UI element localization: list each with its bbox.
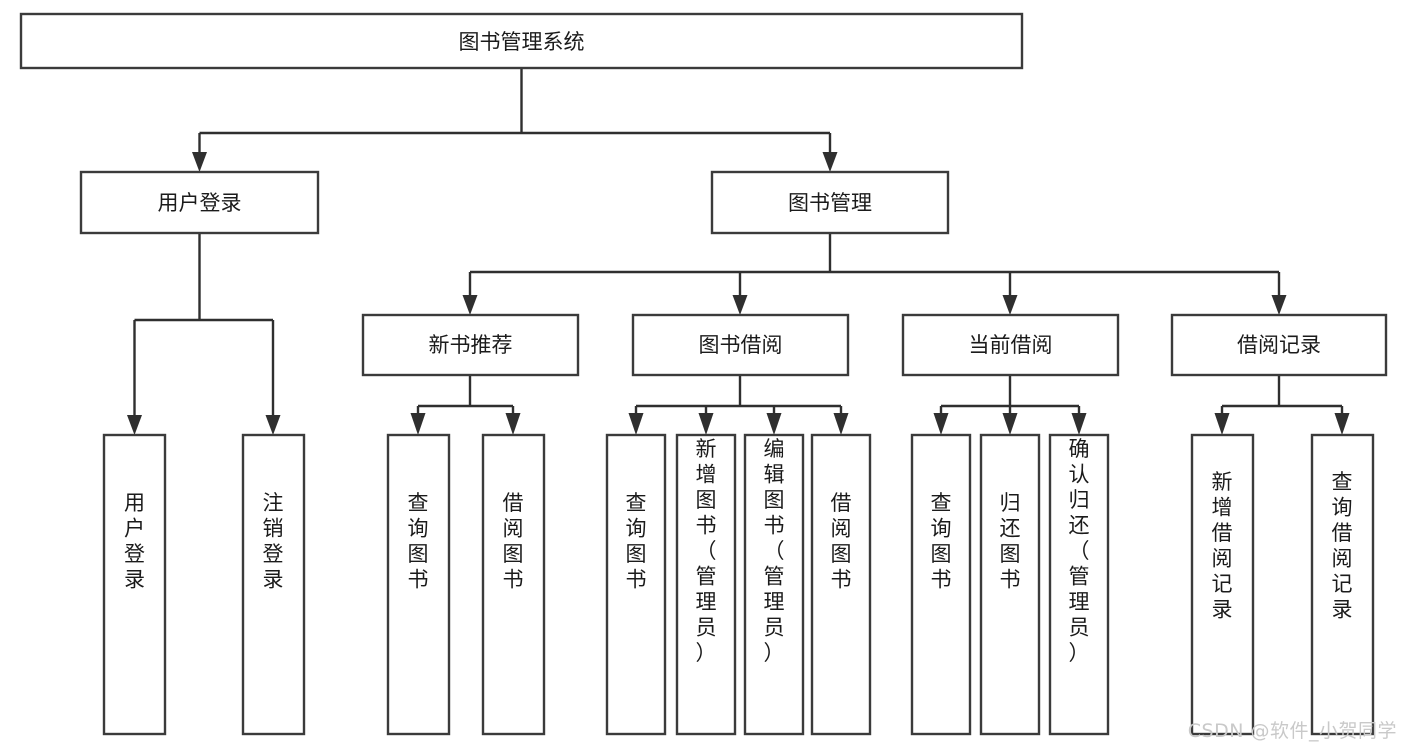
leaf-query-book-borrow-label: 查询图书 [626, 491, 647, 592]
leaf-add-borrow-record[interactable]: 新增借阅记录 [1190, 433, 1255, 736]
arrow-borrow-book [833, 413, 849, 435]
leaf-user-login-box[interactable] [102, 433, 167, 736]
arrow-query-book-rec [410, 413, 426, 435]
leaf-query-book-current[interactable]: 查询图书 [910, 433, 972, 736]
leaf-query-borrow-record-box[interactable] [1310, 433, 1375, 736]
arrow-book-borrow [732, 295, 748, 315]
node-new-book-recommend-box[interactable] [361, 313, 580, 377]
leaf-borrow-book-recommend-box[interactable] [481, 433, 546, 736]
leaf-borrow-book[interactable]: 借阅图书 [810, 433, 872, 736]
leaf-add-book-label: 新增图书（管理员） [696, 437, 717, 665]
arrow-leaf-logout [265, 415, 281, 435]
leaf-add-borrow-record-box[interactable] [1190, 433, 1255, 736]
node-borrow-record-label: 借阅记录 [1237, 333, 1321, 357]
arrow-add-book [698, 413, 714, 435]
leaf-logout[interactable]: 注销登录 [241, 433, 306, 736]
node-book-manage-label: 图书管理 [788, 191, 872, 215]
node-current-borrow[interactable]: 当前借阅 [901, 313, 1120, 377]
leaf-query-book-current-label: 查询图书 [931, 491, 952, 592]
node-user-login-box[interactable] [79, 170, 320, 235]
csdn-watermark: CSDN @软件_小贺同学 [1187, 720, 1397, 742]
leaf-query-book-recommend[interactable]: 查询图书 [386, 433, 451, 736]
leaf-logout-box[interactable] [241, 433, 306, 736]
node-current-borrow-box[interactable] [901, 313, 1120, 377]
leaf-borrow-book-recommend[interactable]: 借阅图书 [481, 433, 546, 736]
node-new-book-recommend[interactable]: 新书推荐 [361, 313, 580, 377]
leaf-add-borrow-record-label: 新增借阅记录 [1212, 470, 1233, 622]
leaf-borrow-book-label: 借阅图书 [831, 491, 852, 592]
node-user-login[interactable]: 用户登录 [79, 170, 320, 235]
arrow-return-book [1002, 413, 1018, 435]
leaf-return-book[interactable]: 归还图书 [979, 433, 1041, 736]
arrow-new-book-rec [462, 295, 478, 315]
node-book-manage[interactable]: 图书管理 [710, 170, 950, 235]
node-root-box[interactable] [19, 12, 1024, 70]
arrow-edit-book [766, 413, 782, 435]
leaf-add-book[interactable]: 新增图书（管理员） [675, 433, 737, 736]
arrow-add-record [1214, 413, 1230, 435]
node-borrow-record-box[interactable] [1170, 313, 1388, 377]
leaf-edit-book-label: 编辑图书（管理员） [764, 437, 785, 665]
arrow-query-record [1334, 413, 1350, 435]
leaf-query-book-recommend-box[interactable] [386, 433, 451, 736]
arrow-current-borrow [1002, 295, 1018, 315]
node-user-login-label: 用户登录 [158, 191, 242, 215]
node-book-borrow[interactable]: 图书借阅 [631, 313, 850, 377]
arrow-book-manage [822, 152, 838, 172]
leaf-add-book-box[interactable] [675, 433, 737, 736]
arrow-borrow-book-rec [505, 413, 521, 435]
leaf-user-login-label: 用户登录 [124, 491, 145, 592]
leaf-edit-book[interactable]: 编辑图书（管理员） [743, 433, 805, 736]
node-current-borrow-label: 当前借阅 [969, 333, 1053, 357]
edge-group [127, 68, 1350, 435]
node-book-borrow-box[interactable] [631, 313, 850, 377]
node-new-book-recommend-label: 新书推荐 [429, 333, 513, 357]
leaf-query-borrow-record[interactable]: 查询借阅记录 [1310, 433, 1375, 736]
arrow-leaf-user-login [127, 415, 142, 435]
leaf-return-book-box[interactable] [979, 433, 1041, 736]
arrow-user-login [192, 152, 207, 172]
leaf-borrow-book-recommend-label: 借阅图书 [503, 491, 524, 592]
leaf-query-borrow-record-label: 查询借阅记录 [1332, 470, 1353, 622]
leaf-logout-label: 注销登录 [263, 491, 284, 592]
node-book-borrow-label: 图书借阅 [699, 333, 783, 357]
node-book-manage-box[interactable] [710, 170, 950, 235]
leaf-user-login[interactable]: 用户登录 [102, 433, 167, 736]
leaf-edit-book-box[interactable] [743, 433, 805, 736]
leaf-confirm-return-box[interactable] [1048, 433, 1110, 736]
arrow-query-book-cur [933, 413, 949, 435]
node-borrow-record[interactable]: 借阅记录 [1170, 313, 1388, 377]
leaf-borrow-book-box[interactable] [810, 433, 872, 736]
arrow-borrow-record [1271, 295, 1287, 315]
arrow-query-book-borrow [628, 413, 644, 435]
leaf-query-book-borrow-box[interactable] [605, 433, 667, 736]
arrow-confirm-return [1071, 413, 1087, 435]
leaf-confirm-return[interactable]: 确认归还（管理员） [1048, 433, 1110, 736]
leaf-query-book-recommend-label: 查询图书 [408, 491, 429, 592]
leaf-query-book-current-box[interactable] [910, 433, 972, 736]
node-root-label: 图书管理系统 [459, 30, 585, 54]
node-root[interactable]: 图书管理系统 [19, 12, 1024, 70]
leaf-return-book-label: 归还图书 [1000, 491, 1021, 592]
leaf-query-book-borrow[interactable]: 查询图书 [605, 433, 667, 736]
leaf-confirm-return-label: 确认归还（管理员） [1069, 437, 1090, 665]
